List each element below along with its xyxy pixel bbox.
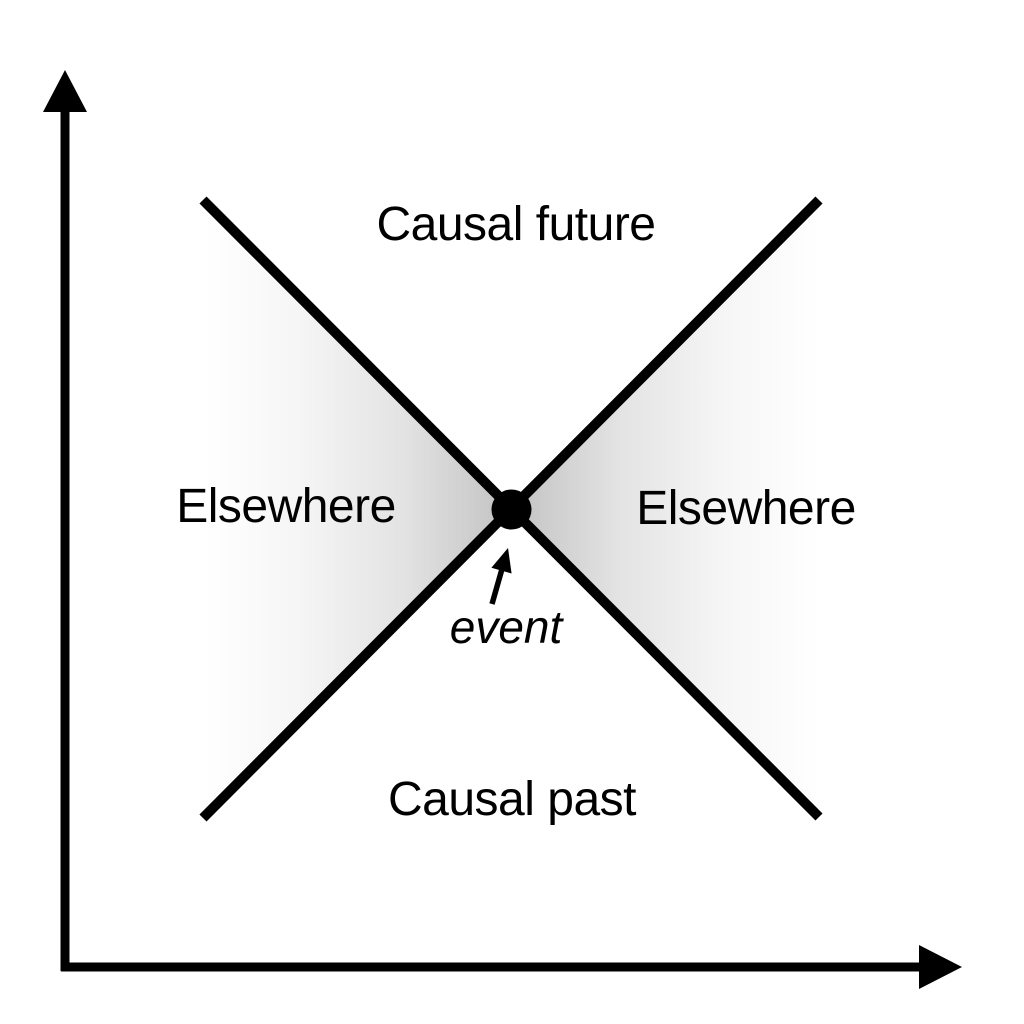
event-pointer-arrow	[489, 568, 505, 605]
event-label: event	[450, 601, 565, 653]
causal-past-label: Causal past	[388, 773, 636, 826]
space-axis-arrowhead-icon	[919, 945, 962, 989]
elsewhere-right-label: Elsewhere	[636, 482, 856, 535]
event-pointer-arrowhead-icon	[491, 548, 512, 574]
time-axis-arrowhead-icon	[43, 70, 87, 112]
elsewhere-left-shading	[203, 201, 511, 818]
elsewhere-right-shading	[511, 201, 819, 817]
elsewhere-left-label: Elsewhere	[176, 480, 396, 533]
causal-future-label: Causal future	[377, 198, 656, 251]
event-dot	[491, 489, 532, 530]
